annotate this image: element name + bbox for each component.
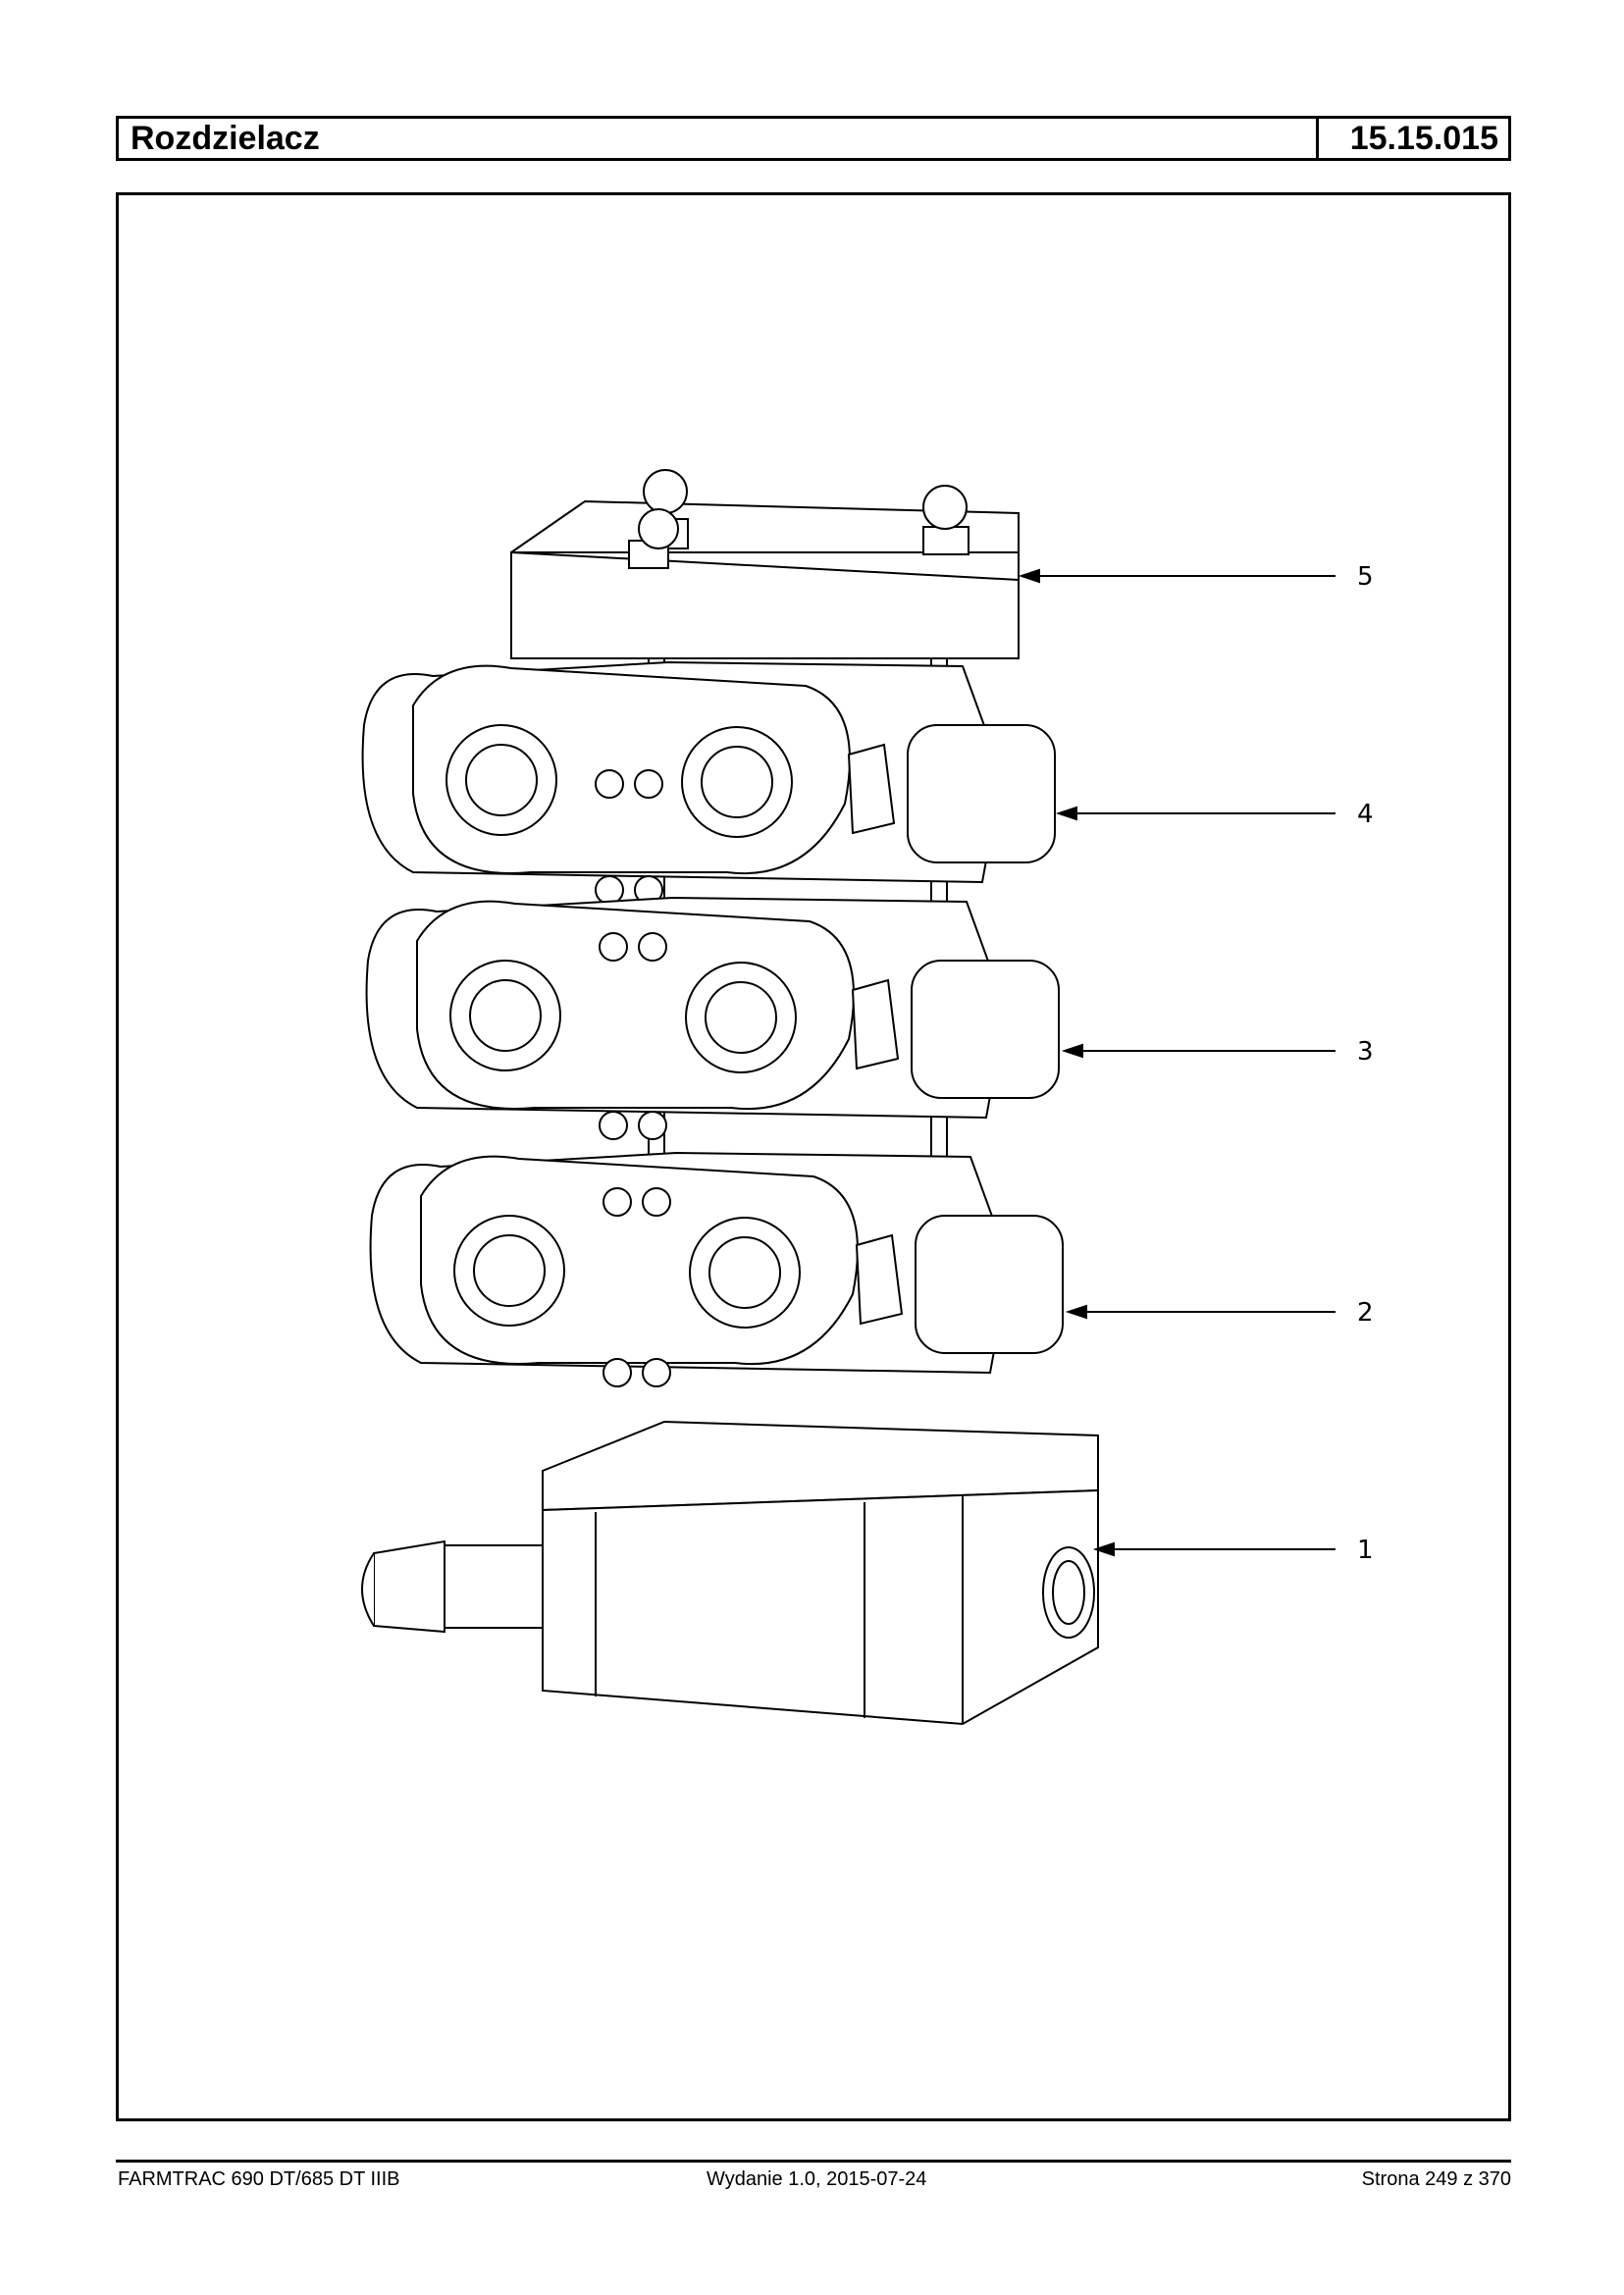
callout-leaders (1018, 568, 1336, 1557)
footer-model: FARMTRAC 690 DT/685 DT IIIB (118, 2168, 400, 2190)
callout-3: 3 (1357, 1037, 1374, 1067)
footer-edition: Wydanie 1.0, 2015-07-24 (707, 2168, 927, 2190)
callout-labels: 5 4 3 2 1 (1357, 562, 1374, 1565)
drawing-frame: 5 4 3 2 1 (116, 192, 1511, 2121)
footer-page-number: Strona 249 z 370 (1361, 2168, 1511, 2190)
valve-block-drawing: 5 4 3 2 1 (361, 469, 1374, 1726)
callout-5: 5 (1357, 562, 1374, 592)
callout-2: 2 (1357, 1298, 1374, 1328)
valve-section-3 (365, 896, 1060, 1140)
cover-plate (510, 469, 1020, 659)
callout-1: 1 (1357, 1536, 1374, 1565)
valve-section-2 (369, 1151, 1064, 1387)
page-header: Rozdzielacz 15.15.015 (116, 116, 1511, 161)
footer-rule (116, 2160, 1511, 2163)
callout-4: 4 (1357, 800, 1374, 829)
valve-section-4 (361, 660, 1056, 905)
section-code: 15.15.015 (1316, 119, 1508, 158)
base-block (361, 1420, 1099, 1726)
page-title: Rozdzielacz (131, 120, 320, 157)
